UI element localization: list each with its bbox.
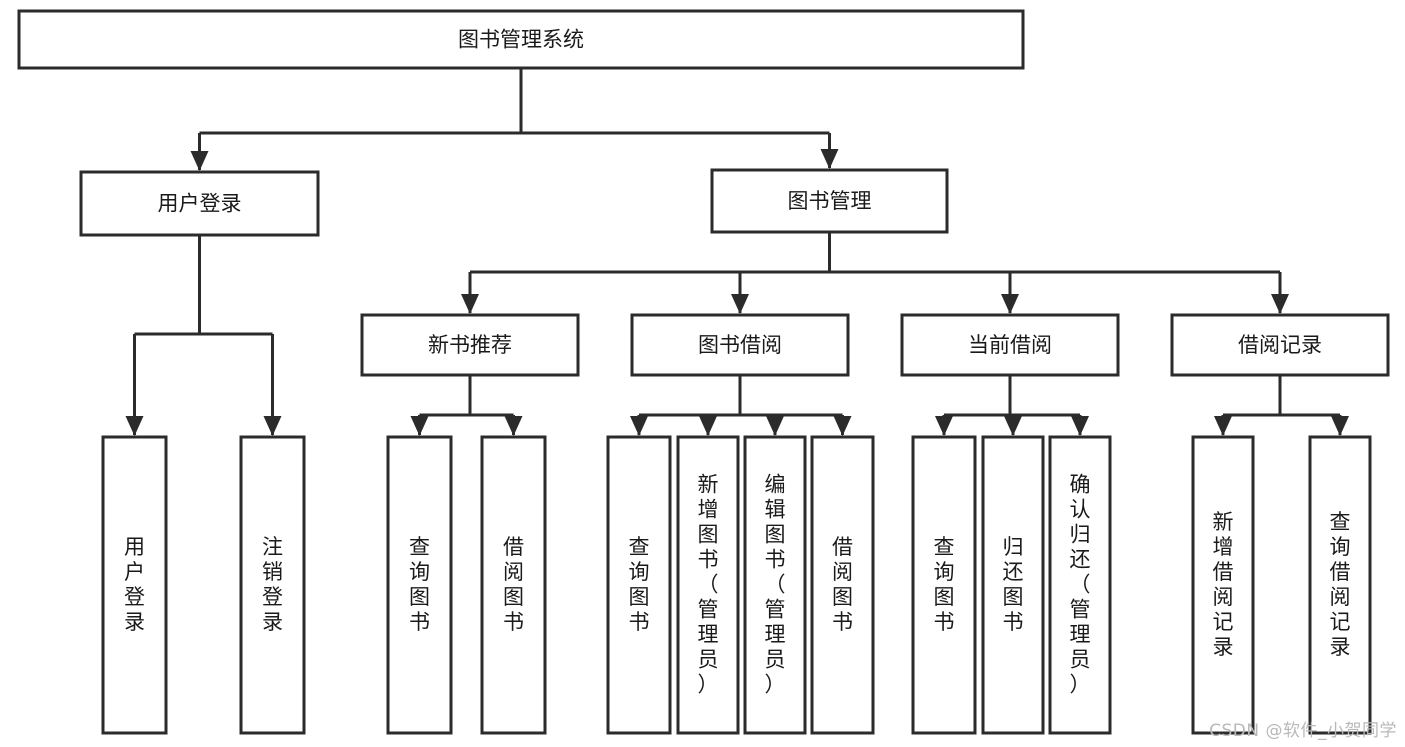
node-leaf-edit-book[interactable]: 编辑图书（管理员） [743, 435, 807, 735]
node-box [101, 435, 168, 735]
node-label: 图书管理 [788, 189, 872, 213]
node-box [710, 168, 949, 234]
node-leaf-add-book[interactable]: 新增图书（管理员） [676, 435, 740, 735]
watermark-text: CSDN @软件_小贺同学 [1209, 721, 1397, 741]
node-undefined[interactable]: 图书管理系统 [17, 9, 1025, 70]
node-label: 编辑图书（管理员） [765, 473, 786, 697]
node-box [743, 435, 807, 735]
node-label: 查询图书 [934, 535, 955, 634]
node-box [1308, 435, 1372, 735]
node-box [606, 435, 672, 735]
node-leaf-add-record[interactable]: 新增借阅记录 [1191, 435, 1255, 735]
node-current-borrow[interactable]: 当前借阅 [900, 313, 1120, 377]
node-label: 借阅记录 [1238, 333, 1322, 357]
node-box [480, 435, 547, 735]
arrow-head-icon [263, 416, 282, 436]
arrow-head-icon [699, 416, 717, 436]
node-label: 借阅图书 [503, 535, 524, 634]
node-user-login[interactable]: 用户登录 [79, 170, 320, 237]
node-leaf-query-record[interactable]: 查询借阅记录 [1308, 435, 1372, 735]
arrow-head-icon [630, 416, 648, 436]
node-leaf-borrow-book-1[interactable]: 借阅图书 [480, 435, 547, 735]
node-box [360, 313, 580, 377]
arrow-head-icon [1001, 294, 1019, 314]
node-label: 借阅图书 [832, 535, 853, 634]
arrow-head-icon [1071, 416, 1089, 436]
node-label: 查询图书 [409, 535, 430, 634]
arrow-head-icon [461, 294, 479, 314]
arrow-head-icon [190, 151, 209, 171]
arrow-head-icon [1331, 416, 1349, 436]
node-leaf-return-book[interactable]: 归还图书 [981, 435, 1045, 735]
node-box [911, 435, 977, 735]
arrow-head-icon [125, 416, 144, 436]
node-leaf-borrow-book-2[interactable]: 借阅图书 [810, 435, 875, 735]
node-label: 用户登录 [158, 192, 242, 216]
node-box [1170, 313, 1390, 377]
node-label: 归还图书 [1003, 535, 1024, 634]
node-box [630, 313, 850, 377]
node-leaf-logout-login[interactable]: 注销登录 [239, 435, 306, 735]
node-label: 用户登录 [124, 535, 145, 634]
arrow-head-icon [1214, 416, 1232, 436]
node-box [239, 435, 306, 735]
node-label: 查询借阅记录 [1330, 510, 1351, 659]
connector-layer [125, 68, 1349, 436]
node-leaf-confirm-return[interactable]: 确认归还（管理员） [1048, 435, 1112, 735]
node-box [1048, 435, 1112, 735]
arrow-head-icon [1004, 416, 1022, 436]
arrow-head-icon [731, 294, 749, 314]
arrow-head-icon [504, 416, 523, 436]
node-label: 注销登录 [262, 535, 283, 634]
node-label: 图书借阅 [698, 333, 782, 357]
node-book-manage[interactable]: 图书管理 [710, 168, 949, 234]
node-label: 图书管理系统 [458, 28, 584, 52]
node-leaf-query-book-2[interactable]: 查询图书 [606, 435, 672, 735]
node-box [676, 435, 740, 735]
arrow-head-icon [410, 416, 429, 436]
node-box [17, 9, 1025, 70]
node-book-borrow[interactable]: 图书借阅 [630, 313, 850, 377]
arrow-head-icon [766, 416, 784, 436]
node-layer: 图书管理系统用户登录图书管理新书推荐图书借阅当前借阅借阅记录用户登录注销登录查询… [17, 9, 1390, 735]
node-leaf-user-login[interactable]: 用户登录 [101, 435, 168, 735]
arrow-head-icon [935, 416, 953, 436]
node-box [810, 435, 875, 735]
node-label: 新书推荐 [428, 333, 512, 357]
node-label: 查询图书 [629, 535, 650, 634]
node-box [1191, 435, 1255, 735]
node-label: 当前借阅 [968, 333, 1052, 357]
node-box [386, 435, 453, 735]
node-label: 新增图书（管理员） [698, 473, 719, 697]
node-new-book-recommend[interactable]: 新书推荐 [360, 313, 580, 377]
node-borrow-record[interactable]: 借阅记录 [1170, 313, 1390, 377]
arrow-head-icon [1271, 294, 1289, 314]
node-leaf-query-book-3[interactable]: 查询图书 [911, 435, 977, 735]
node-box [900, 313, 1120, 377]
arrow-head-icon [833, 416, 852, 436]
node-leaf-query-book-1[interactable]: 查询图书 [386, 435, 453, 735]
node-label: 确认归还（管理员） [1070, 473, 1091, 697]
node-box [79, 170, 320, 237]
arrow-head-icon [820, 149, 839, 169]
node-box [981, 435, 1045, 735]
node-label: 新增借阅记录 [1213, 510, 1234, 659]
